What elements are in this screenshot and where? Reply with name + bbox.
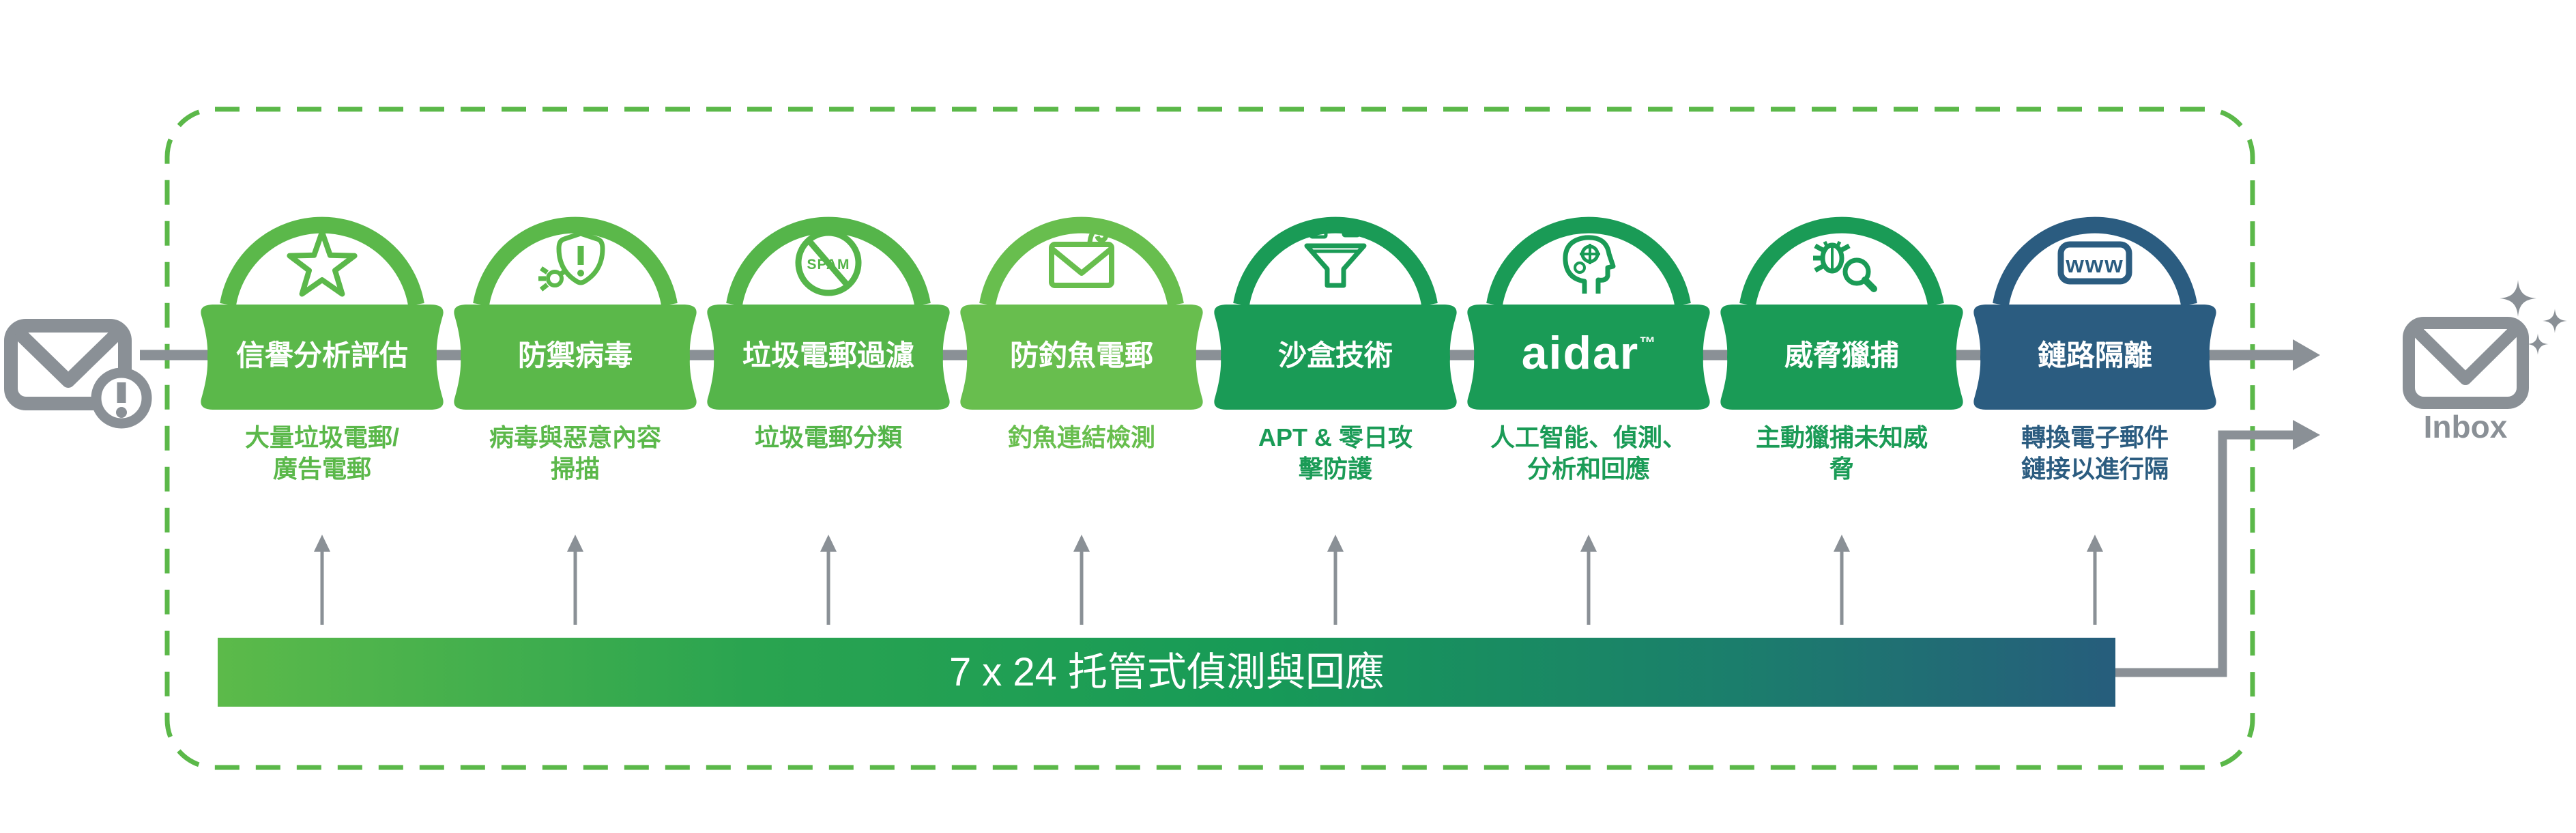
stage-subtitle: 垃圾電郵分類 <box>755 423 903 451</box>
stage-title: 信譽分析評估 <box>236 339 408 371</box>
stage-subtitle: 病毒與惡意內容 <box>489 423 661 451</box>
stage-title: 威脅獵捕 <box>1784 339 1899 371</box>
stage-subtitle: 主動獵捕未知威 <box>1756 423 1928 451</box>
up-arrow-icon <box>1580 535 1597 625</box>
stage-subtitle: 人工智能、偵測、 <box>1490 423 1687 451</box>
mdr-return-connector <box>2114 420 2320 677</box>
stage-title: 鏈路隔離 <box>2038 339 2152 371</box>
stage-arch <box>987 225 1176 305</box>
incoming-email <box>4 319 152 429</box>
star-icon <box>287 229 358 297</box>
up-arrow-icon <box>1073 535 1090 625</box>
ai-head-icon <box>1563 235 1616 294</box>
mdr-bar-label: 7 x 24 托管式偵測與回應 <box>949 650 1385 694</box>
inbox-label: Inbox <box>2424 409 2508 444</box>
up-arrow-icon <box>1327 535 1344 625</box>
stage-subtitle: 大量垃圾電郵/ <box>245 423 399 451</box>
stage-subtitle: 分析和回應 <box>1527 455 1650 483</box>
up-arrow-icon <box>820 535 837 625</box>
aidar-logo: aidar™ <box>1522 327 1656 379</box>
mdr-bar-rect <box>218 638 2115 707</box>
stage-title: 防禦病毒 <box>518 339 633 371</box>
inbox-destination: Inbox <box>2403 280 2567 444</box>
virus-shield-icon <box>538 231 605 292</box>
up-arrow-icon <box>2087 535 2103 625</box>
stage-subtitle: 釣魚連結檢測 <box>1008 423 1155 451</box>
stage-title: 垃圾電郵過濾 <box>742 339 914 371</box>
up-arrow-icon <box>1834 535 1850 625</box>
stage-subtitle: 掃描 <box>551 455 600 483</box>
flow-arrowhead <box>2293 339 2320 371</box>
stage-subtitle: APT & 零日攻 <box>1258 423 1413 451</box>
www-isolation-icon: www <box>2057 241 2132 285</box>
stage-subtitle: 擊防護 <box>1299 455 1373 483</box>
alert-email-icon <box>4 319 152 429</box>
stage-badge-sandbox: 沙盒技術 APT & 零日攻 擊防護 <box>1214 223 1457 483</box>
stage-title: 沙盒技術 <box>1278 339 1393 371</box>
stage-subtitle: 鏈接以進行隔 <box>2021 455 2169 483</box>
mdr-bar: 7 x 24 托管式偵測與回應 <box>218 638 2115 707</box>
stage-badge-aidar: aidar™ 人工智能、偵測、 分析和回應 <box>1467 225 1710 483</box>
stage-title: 防釣魚電郵 <box>1010 339 1153 371</box>
stage-arch <box>1241 225 1430 305</box>
stage-badge-spam-filter: SPAM 垃圾電郵過濾 垃圾電郵分類 <box>707 225 950 451</box>
stage-badge-antivirus: 防禦病毒 病毒與惡意內容 掃描 <box>454 225 697 483</box>
return-arrowhead <box>2293 420 2320 450</box>
mdr-up-arrows <box>314 535 2103 625</box>
no-spam-icon: SPAM <box>795 229 862 296</box>
clean-email-icon <box>2403 317 2529 409</box>
stage-subtitle: 脅 <box>1829 455 1854 483</box>
sandbox-funnel-icon <box>1304 223 1367 288</box>
stage-badge-reputation: 信譽分析評估 大量垃圾電郵/ 廣告電郵 <box>201 225 444 483</box>
up-arrow-icon <box>567 535 583 625</box>
stage-badge-threat-hunting: 威脅獵捕 主動獵捕未知威 脅 <box>1720 225 1963 483</box>
threat-hunting-icon <box>1813 240 1877 292</box>
stage-badge-link-isolation: www 鏈路隔離 轉換電子郵件 鏈接以進行隔 <box>1973 225 2216 483</box>
stage-badge-antiphishing: 防釣魚電郵 釣魚連結檢測 <box>960 225 1203 451</box>
stage-subtitle: 轉換電子郵件 <box>2021 423 2169 451</box>
svg-text:www: www <box>2065 252 2124 278</box>
up-arrow-icon <box>314 535 330 625</box>
stage-subtitle: 廣告電郵 <box>273 455 371 483</box>
phishing-email-icon <box>1049 225 1114 288</box>
